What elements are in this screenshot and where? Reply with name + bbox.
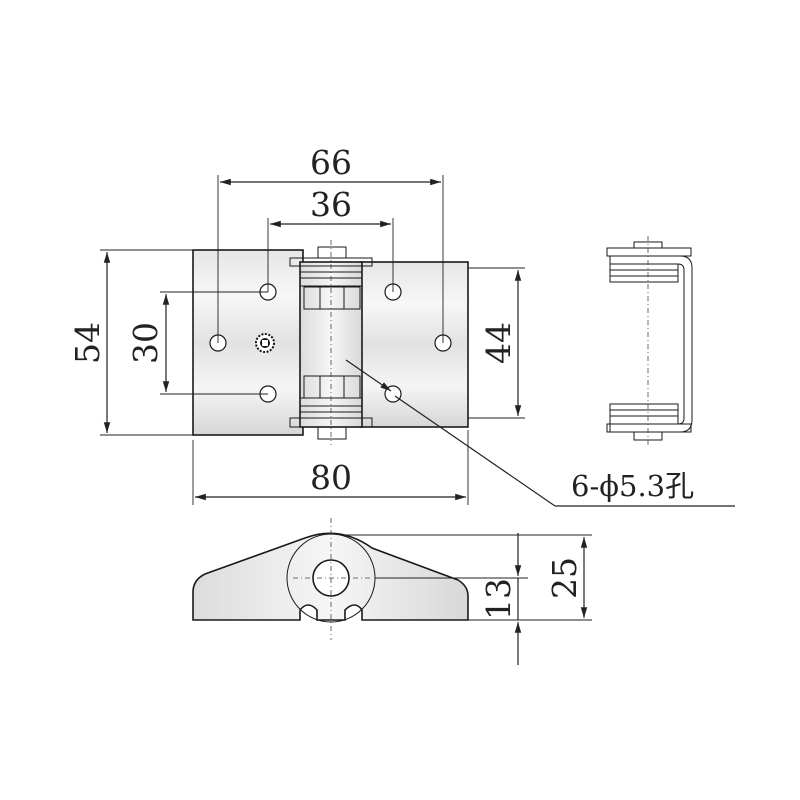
dimension-label-54: 54 — [68, 322, 107, 364]
dimension-label-30: 30 — [126, 322, 165, 364]
dimension-36: 36 — [267, 185, 394, 292]
dimension-label-80: 80 — [310, 458, 352, 497]
dimension-25: 25 — [345, 534, 592, 621]
dimension-13: 13 — [375, 533, 528, 665]
right-leaf — [359, 261, 469, 428]
dimension-label-44: 44 — [479, 322, 518, 364]
dimension-30: 30 — [126, 291, 268, 395]
gear-logo-icon — [255, 333, 275, 353]
top-view — [192, 240, 469, 445]
top-hex-nut — [303, 286, 361, 310]
hole-spec-label: 6-ϕ5.3孔 — [571, 469, 694, 503]
side-view — [606, 236, 693, 448]
hole-callout: 6-ϕ5.3孔 — [345, 359, 735, 507]
dimension-label-25: 25 — [545, 557, 584, 599]
dimension-label-36: 36 — [310, 185, 352, 224]
dimension-66: 66 — [217, 143, 444, 343]
dimension-80: 80 — [192, 430, 469, 505]
profile-view — [192, 518, 469, 640]
dimension-label-66: 66 — [310, 143, 352, 182]
dimension-54: 54 — [68, 249, 193, 436]
dimension-label-13: 13 — [479, 578, 518, 620]
dimension-44: 44 — [468, 267, 525, 419]
